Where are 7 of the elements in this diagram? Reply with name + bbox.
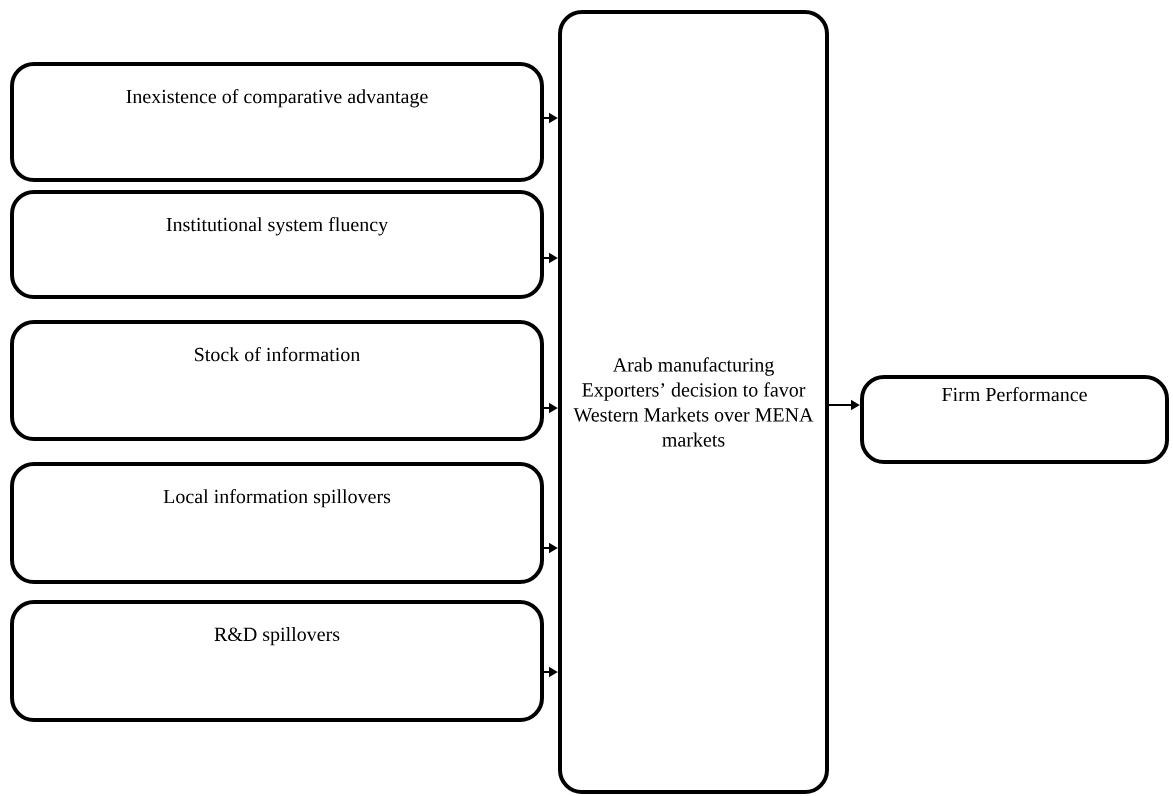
- rounded-box: Institutional system fluency: [10, 190, 544, 299]
- rounded-box: R&D spillovers: [10, 600, 544, 722]
- rounded-box: Local information spillovers: [10, 462, 544, 584]
- rounded-box: Inexistence of comparative advantage: [10, 62, 544, 182]
- rounded-box: Firm Performance: [860, 375, 1169, 464]
- rounded-box: Stock of information: [10, 320, 544, 441]
- rounded-box: Arab manufacturing Exporters’ decision to favor Western Markets over MENA markets: [558, 10, 829, 794]
